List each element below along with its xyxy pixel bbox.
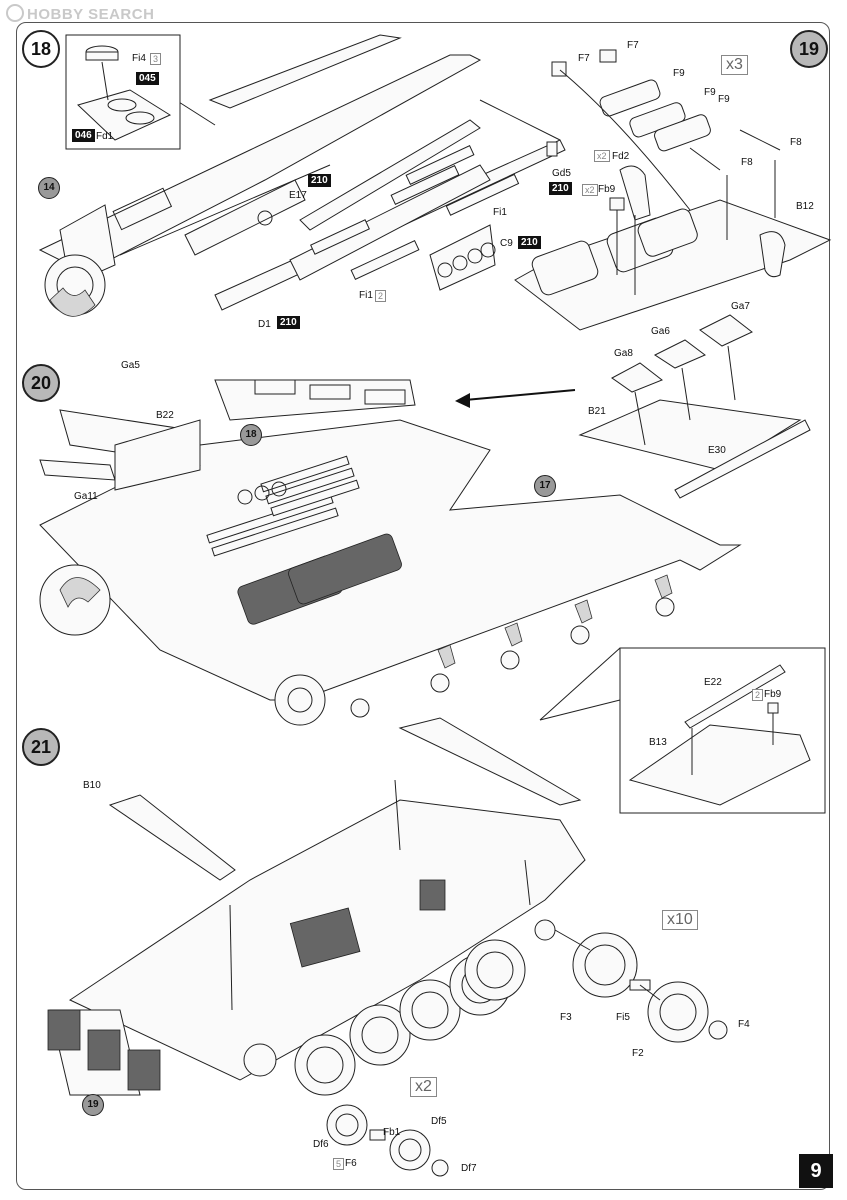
part-label-fd2: Fd2 [612,151,630,162]
road-wheels [294,939,526,1096]
part-label-f9-b: F9 [704,87,716,98]
color-code-210-a: 210 [308,174,331,187]
part-label-f8-a: F8 [741,157,753,168]
part-label-fi1: Fi1 [493,207,507,218]
watermark-text: HOBBY SEARCH [27,6,155,23]
step19-drawing [514,49,832,331]
part-label-fd1: Fd1 [96,131,114,142]
fb9-quantity: x2 [582,184,598,196]
part-label-ga11: Ga11 [74,491,98,502]
page-frame [16,22,830,1190]
reference-step-19: 19 [82,1094,104,1116]
part-label-fb9: Fb9 [598,184,616,195]
part-label-e22: E22 [704,677,722,688]
step-number-19: 19 [790,30,828,68]
page-number: 9 [799,1154,833,1188]
part-label-fb1: Fb1 [383,1127,401,1138]
reference-step-14: 14 [38,177,60,199]
step20-inset-drawing [539,647,826,814]
part-label-inset-fb9: Fb9 [764,689,782,700]
part-label-ga5: Ga5 [121,360,140,371]
part-label-df5: Df5 [431,1116,447,1127]
color-code-046: 046 [72,129,95,142]
part-label-f7-b: F7 [627,40,639,51]
ammo-shells [310,145,520,280]
part-label-b12: B12 [796,201,814,212]
part-label-df6: Df6 [313,1139,329,1150]
rack-shells [206,455,360,557]
part-label-c9: C9 [500,238,513,249]
part-label-f6: F6 [345,1158,357,1169]
f6-quantity: 5 [333,1158,345,1170]
reference-step-17: 17 [534,475,556,497]
part-label-e30: E30 [708,445,726,456]
part-label-fi4: Fi4 [132,53,146,64]
step21-drawing [47,717,728,1177]
step18-drawing [38,34,566,317]
part-label-ga7: Ga7 [731,301,750,312]
part-label-b22: B22 [156,410,174,421]
part-label-b10: B10 [83,780,101,791]
part-label-f4: F4 [738,1019,750,1030]
suspension-arms [350,574,675,718]
step-number-18: 18 [22,30,60,68]
part-label-df7: Df7 [461,1163,477,1174]
color-code-210-d: 210 [277,316,300,329]
part-label-e17: E17 [289,190,307,201]
inset-fb9-quantity: 2 [752,689,764,701]
part-label-f8-b: F8 [790,137,802,148]
reference-step-18: 18 [240,424,262,446]
part-label-f9-c: F9 [718,94,730,105]
part-label-b21: B21 [588,406,606,417]
part-label-gd5: Gd5 [552,168,571,179]
part-label-f2: F2 [632,1048,644,1059]
fd2-quantity: x2 [594,150,610,162]
color-code-210-b: 210 [549,182,572,195]
part-label-ga6: Ga6 [651,326,670,337]
part-label-d1: D1 [258,319,271,330]
hobby-search-watermark: HOBBY SEARCH [6,4,154,23]
color-code-210-c: 210 [518,236,541,249]
part-label-fi5: Fi5 [616,1012,630,1023]
multiplier-x3: x3 [721,55,748,75]
part-label-f3: F3 [560,1012,572,1023]
part-label-f7-a: F7 [578,53,590,64]
part-label-f9-a: F9 [673,68,685,79]
step-number-21: 21 [22,728,60,766]
multiplier-x10: x10 [662,910,698,930]
part-label-b13: B13 [649,737,667,748]
part-label-fi1-bottom: Fi1 [359,290,373,301]
multiplier-x2: x2 [410,1077,437,1097]
fi4-quantity: 3 [150,53,162,65]
color-code-045: 045 [136,72,159,85]
part-label-ga8: Ga8 [614,348,633,359]
watermark-logo-icon [6,4,24,22]
step-number-20: 20 [22,364,60,402]
step20-drawing [39,314,811,726]
fi1-quantity: 2 [375,290,387,302]
